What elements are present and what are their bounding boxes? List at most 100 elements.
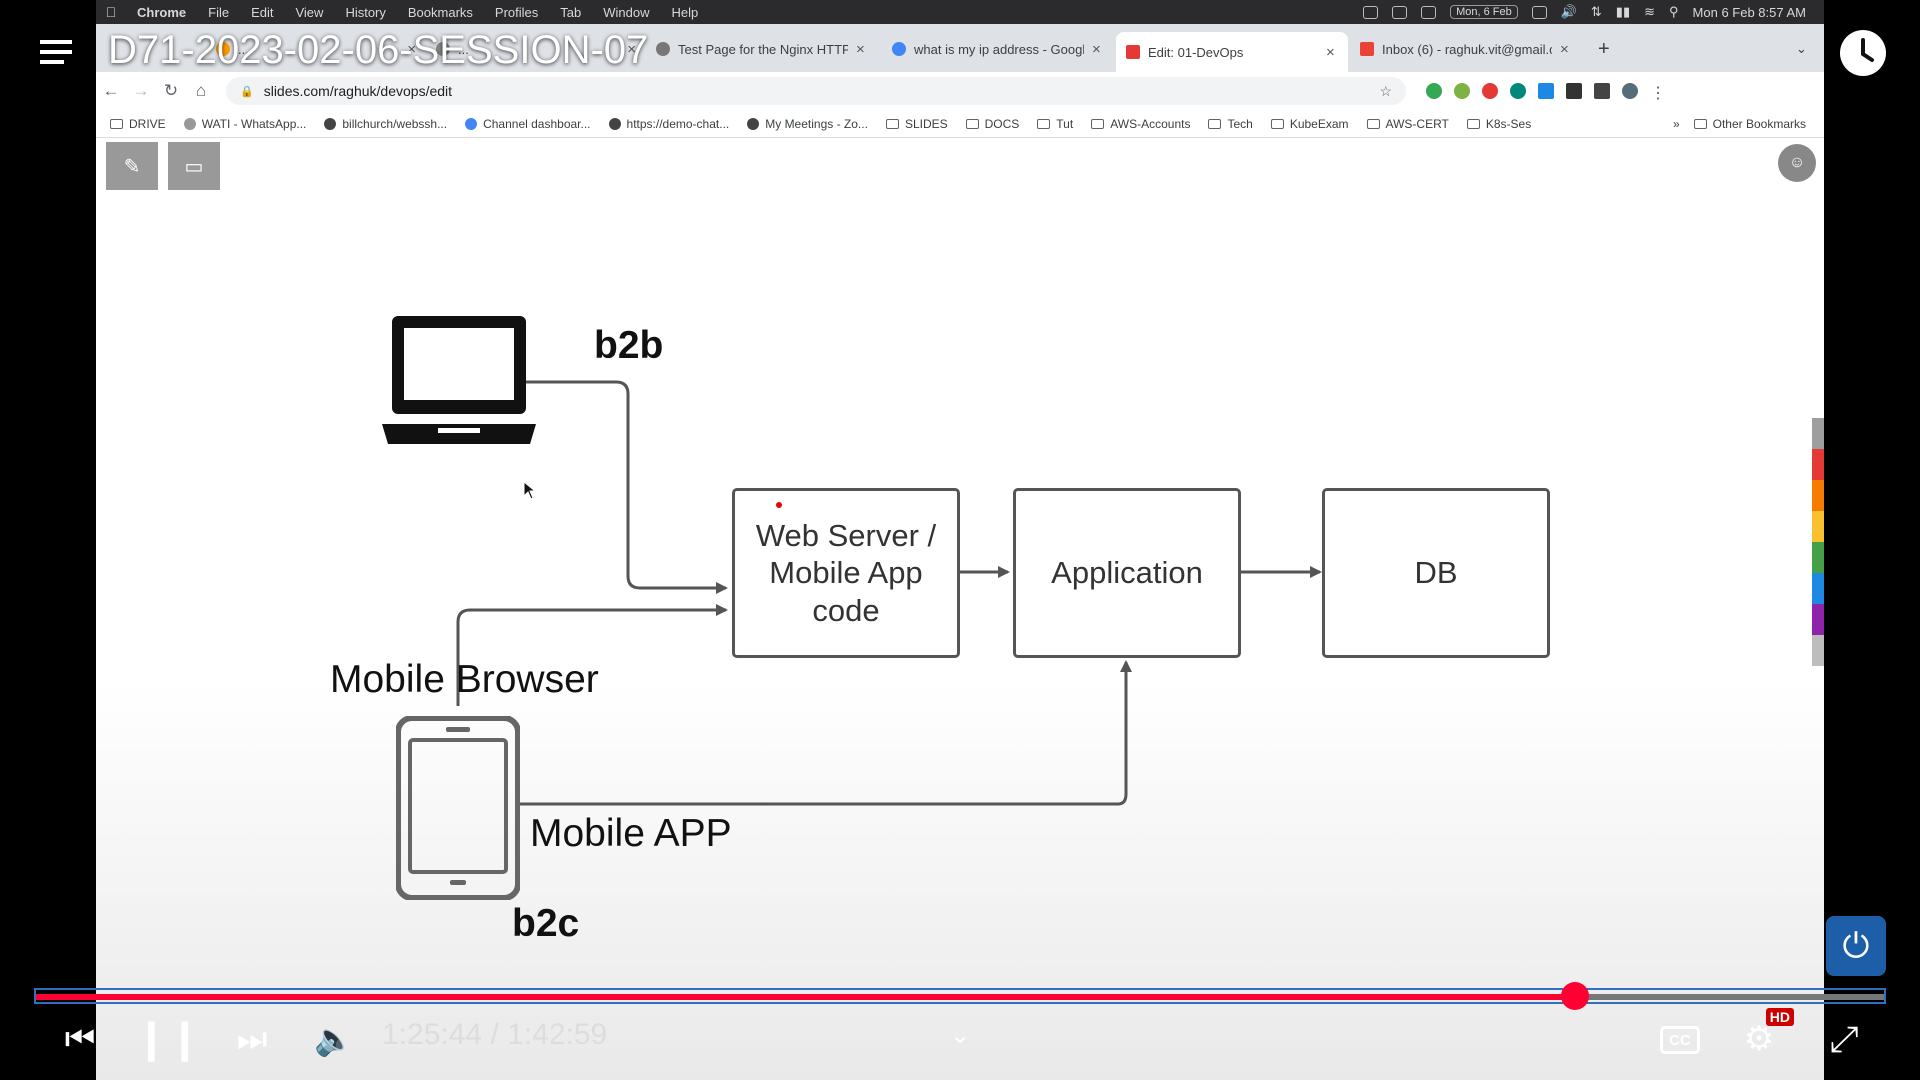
new-tab-button[interactable]: + — [1598, 37, 1610, 60]
exit-fullscreen-icon[interactable]: ⤢ — [1829, 1017, 1859, 1059]
video-title[interactable]: D71-2023-02-06-SESSION-07 — [108, 28, 649, 72]
sidepanel-icon[interactable] — [1594, 83, 1610, 99]
volume-icon[interactable]: 🔈 — [314, 1021, 354, 1057]
bookmark-item[interactable]: DOCS — [965, 117, 1019, 131]
apple-icon[interactable]:  — [96, 4, 126, 20]
tab-generic[interactable]: ... × — [426, 34, 646, 64]
bookmark-item[interactable]: SLIDES — [885, 117, 948, 131]
bookmark-item[interactable]: KubeExam — [1270, 117, 1349, 131]
box-web-server[interactable]: Web Server / Mobile App code — [732, 488, 960, 658]
extension-icon[interactable] — [1482, 83, 1498, 99]
status-icon[interactable] — [1363, 5, 1379, 19]
tab-gmail[interactable]: Inbox (6) - raghuk.vit@gmail.c × — [1350, 34, 1580, 64]
bookmark-item[interactable]: My Meetings - Zo... — [747, 117, 868, 131]
bookmark-item[interactable]: DRIVE — [110, 117, 166, 131]
palette-swatch[interactable] — [1812, 635, 1824, 666]
bookmark-item[interactable]: Tut — [1037, 117, 1073, 131]
progress-scrubber[interactable] — [1561, 982, 1589, 1010]
color-palette[interactable] — [1812, 418, 1824, 666]
collaborators-icon[interactable]: ☺ — [1778, 144, 1816, 182]
close-icon[interactable]: × — [1326, 43, 1335, 61]
extension-icon[interactable] — [1538, 83, 1554, 99]
palette-swatch[interactable] — [1812, 449, 1824, 480]
close-icon[interactable]: × — [856, 40, 865, 58]
clock-icon[interactable] — [1840, 30, 1886, 76]
palette-swatch[interactable] — [1812, 511, 1824, 542]
wifi-icon[interactable]: ≋ — [1644, 4, 1656, 19]
more-menu-icon[interactable]: ⋮ — [1650, 85, 1666, 102]
box-db[interactable]: DB — [1322, 488, 1550, 658]
tab-nginx[interactable]: Test Page for the Nginx HTTP × — [646, 34, 876, 64]
pencil-icon[interactable]: ✎ — [106, 142, 158, 190]
box-application[interactable]: Application — [1013, 488, 1241, 658]
bookmark-item[interactable]: AWS-CERT — [1366, 117, 1449, 131]
bluetooth-icon[interactable]: ⇅ — [1590, 4, 1602, 19]
progress-bar[interactable] — [34, 982, 1886, 1010]
close-icon[interactable]: × — [407, 40, 416, 58]
close-icon[interactable]: × — [1560, 40, 1569, 58]
extension-icon[interactable] — [1454, 83, 1470, 99]
tab-aws[interactable]: ... × — [206, 34, 426, 64]
tab-search-icon[interactable]: ⌄ — [1796, 41, 1807, 56]
extension-icon[interactable] — [1510, 83, 1526, 99]
bookmark-item[interactable]: Tech — [1208, 117, 1253, 131]
menu-edit[interactable]: Edit — [251, 4, 274, 20]
laptop-icon — [382, 316, 536, 444]
power-icon[interactable]: ⏻ — [1826, 916, 1886, 976]
playlist-icon[interactable] — [40, 40, 82, 76]
bookmark-item[interactable]: WATI - WhatsApp... — [183, 117, 306, 131]
slide-canvas[interactable]: ✎ ▭ ☺ — [96, 138, 1824, 1080]
bookmark-item[interactable]: https://demo-chat... — [608, 117, 729, 131]
volume-icon[interactable]: 🔊 — [1560, 4, 1577, 19]
palette-swatch[interactable] — [1812, 573, 1824, 604]
present-icon[interactable]: ▭ — [168, 142, 220, 190]
bookmark-item[interactable]: Channel dashboar... — [465, 117, 591, 131]
menu-view[interactable]: View — [295, 4, 324, 20]
menu-clock[interactable]: Mon 6 Feb 8:57 AM — [1692, 4, 1806, 20]
menu-file[interactable]: File — [208, 4, 230, 20]
date-chip[interactable]: Mon, 6 Feb — [1450, 5, 1518, 19]
close-icon[interactable]: × — [627, 40, 636, 58]
spotlight-icon[interactable]: ⚲ — [1669, 4, 1679, 19]
palette-swatch[interactable] — [1812, 418, 1824, 449]
back-icon[interactable]: ← — [102, 81, 120, 100]
status-icon[interactable] — [1392, 5, 1408, 19]
previous-icon[interactable]: ⏮ — [64, 1019, 96, 1058]
home-icon[interactable]: ⌂ — [195, 81, 207, 100]
other-bookmarks[interactable]: Other Bookmarks — [1693, 117, 1806, 131]
palette-swatch[interactable] — [1812, 542, 1824, 573]
status-icon[interactable] — [1421, 5, 1437, 19]
settings-icon[interactable]: ⚙HD — [1736, 1008, 1794, 1066]
close-icon[interactable]: × — [1092, 40, 1101, 58]
forward-icon[interactable]: → — [132, 81, 150, 100]
lock-icon[interactable]: 🔒 — [240, 85, 254, 98]
tab-google[interactable]: what is my ip address - Googl × — [882, 34, 1112, 64]
tab-slides[interactable]: Edit: 01-DevOps × — [1116, 32, 1348, 72]
menu-history[interactable]: History — [345, 4, 386, 20]
extension-icon[interactable] — [1426, 83, 1442, 99]
bookmark-item[interactable]: K8s-Ses — [1466, 117, 1531, 131]
next-icon[interactable]: ⏭ — [236, 1019, 268, 1058]
battery-icon[interactable]: ▮▮ — [1615, 4, 1631, 19]
menu-tab[interactable]: Tab — [560, 4, 582, 20]
bookmarks-overflow-button[interactable]: » — [1672, 116, 1680, 131]
menu-app-name[interactable]: Chrome — [137, 4, 187, 20]
pause-icon[interactable]: ❙❙ — [134, 1017, 202, 1061]
menu-profiles[interactable]: Profiles — [494, 4, 539, 20]
bookmark-item[interactable]: AWS-Accounts — [1091, 117, 1190, 131]
address-bar[interactable]: 🔒 slides.com/raghuk/devops/edit ☆ — [226, 77, 1406, 105]
palette-swatch[interactable] — [1812, 604, 1824, 635]
captions-icon[interactable]: CC — [1660, 1026, 1700, 1054]
profile-avatar[interactable] — [1622, 83, 1638, 99]
menu-help[interactable]: Help — [671, 4, 699, 20]
menu-bookmarks[interactable]: Bookmarks — [407, 4, 473, 20]
palette-swatch[interactable] — [1812, 480, 1824, 511]
reload-icon[interactable]: ↻ — [163, 81, 179, 100]
bookmark-item[interactable]: billchurch/webssh... — [324, 117, 447, 131]
puzzle-icon[interactable] — [1566, 83, 1582, 99]
menu-window[interactable]: Window — [603, 4, 650, 20]
chevron-down-icon[interactable]: ⌄ — [949, 1021, 971, 1049]
status-icon[interactable] — [1531, 5, 1547, 19]
bookmark-star-icon[interactable]: ☆ — [1379, 82, 1392, 99]
